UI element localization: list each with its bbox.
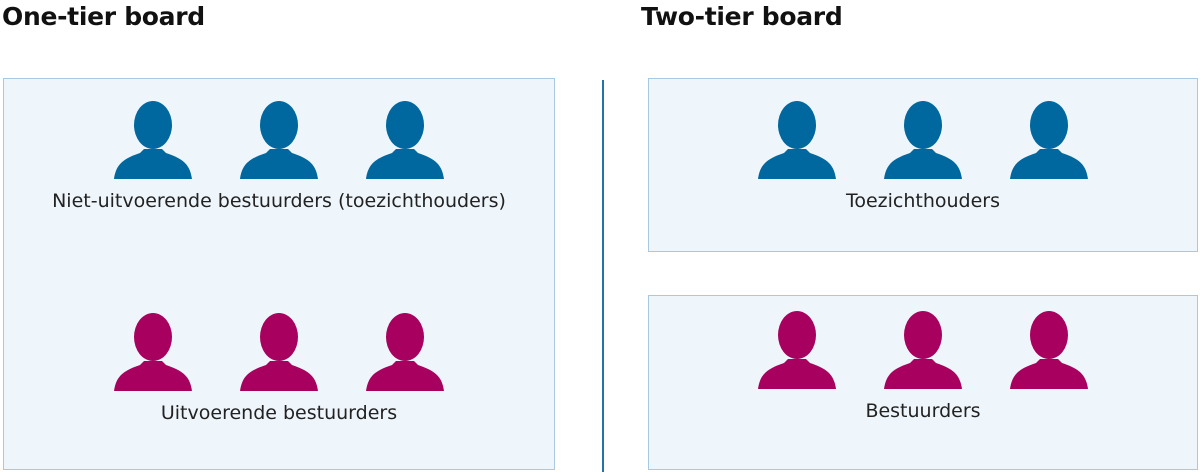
person-silhouette-icon xyxy=(366,101,444,179)
management-board-panel: Bestuurders xyxy=(648,295,1198,470)
person-silhouette-icon xyxy=(240,101,318,179)
person-silhouette-icon xyxy=(1010,101,1088,179)
one-tier-board-panel: Niet-uitvoerende bestuurders (toezichtho… xyxy=(3,78,555,470)
person-icon-row xyxy=(4,101,554,179)
one-tier-board-title: One-tier board xyxy=(2,2,205,31)
person-silhouette-icon xyxy=(240,313,318,391)
directors-label: Bestuurders xyxy=(865,400,981,422)
person-silhouette-icon xyxy=(884,311,962,389)
non-executive-directors-label: Niet-uitvoerende bestuurders (toezichtho… xyxy=(52,190,506,212)
directors-group: Bestuurders xyxy=(649,311,1197,422)
executive-directors-label: Uitvoerende bestuurders xyxy=(160,402,398,424)
supervisors-label: Toezichthouders xyxy=(845,190,1001,212)
executive-directors-group: Uitvoerende bestuurders xyxy=(4,313,554,424)
person-icon-row xyxy=(4,313,554,391)
person-silhouette-icon xyxy=(758,101,836,179)
person-silhouette-icon xyxy=(758,311,836,389)
person-silhouette-icon xyxy=(114,313,192,391)
person-silhouette-icon xyxy=(366,313,444,391)
supervisory-board-panel: Toezichthouders xyxy=(648,78,1198,252)
supervisors-group: Toezichthouders xyxy=(649,101,1197,212)
two-tier-board-title: Two-tier board xyxy=(641,2,843,31)
board-divider xyxy=(602,80,604,472)
person-icon-row xyxy=(649,101,1197,179)
person-silhouette-icon xyxy=(1010,311,1088,389)
person-silhouette-icon xyxy=(884,101,962,179)
person-silhouette-icon xyxy=(114,101,192,179)
person-icon-row xyxy=(649,311,1197,389)
non-executive-directors-group: Niet-uitvoerende bestuurders (toezichtho… xyxy=(4,101,554,212)
